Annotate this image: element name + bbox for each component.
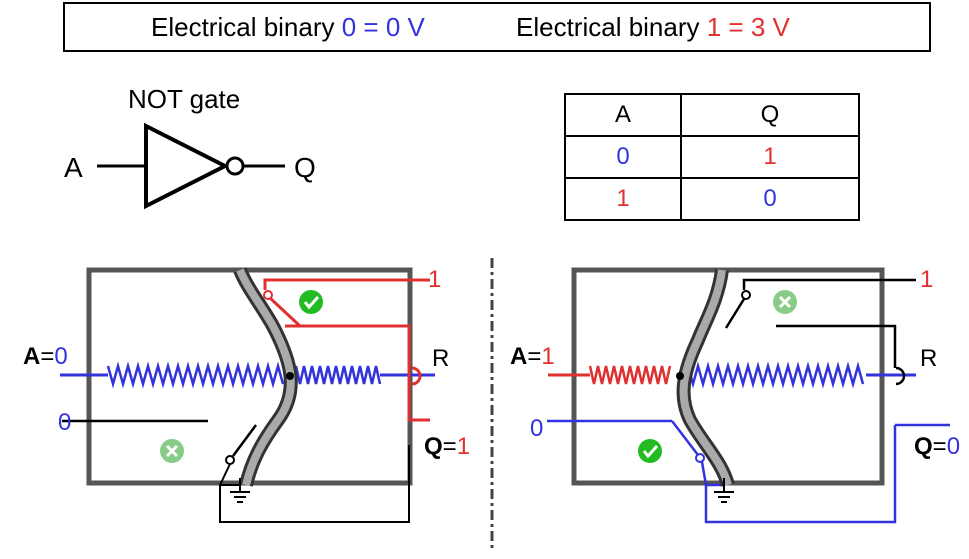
left-input-eq: = [40,343,55,370]
cross-icon [160,439,184,463]
right-low-contact [695,453,705,463]
check-icon [638,439,662,463]
right-output-eq: = [932,433,947,460]
voltage-legend-banner: Electrical binary 0 = 0 V Electrical bin… [63,2,931,52]
right-coil-a [588,365,672,385]
left-ground-icon [230,478,250,503]
left-low-lead [219,463,231,486]
left-pivot [286,372,294,380]
left-supply-label: 1 [428,266,442,293]
right-output-name: Q [914,433,933,460]
right-supply-wire [742,278,916,290]
left-resistor-label: R [432,345,450,372]
left-input-indicator: A=0 [23,343,68,371]
header-q: Q [680,93,860,137]
right-output-indicator: Q=0 [914,433,969,461]
right-low-lead [700,461,708,486]
cell-q: 1 [680,135,860,179]
right-input-name: A [510,343,528,370]
left-coil-a [106,361,285,389]
right-low-blade [671,420,699,456]
left-output-value: 1 [456,433,471,460]
legend-one-value: 1 = 3 V [706,12,790,42]
right-ground-wire [704,425,897,524]
left-supply-wire [263,278,430,290]
cell-a: 0 [564,135,682,179]
right-low-label: 0 [530,415,544,442]
left-output-name: Q [424,433,443,460]
left-output-eq: = [442,433,457,460]
left-switch-contact [263,290,273,300]
left-input-name: A [23,343,41,370]
left-ground-wire [219,445,410,523]
left-output-wire [285,324,430,422]
right-resistor-label: R [920,345,938,372]
right-output-value: 0 [946,433,961,460]
truth-table-row: 0 1 [564,135,860,179]
right-coil-b [686,361,865,389]
truth-table: A Q 0 1 1 0 [564,93,860,221]
header-a: A [564,93,682,137]
legend-zero-text: Electrical binary [151,12,342,42]
binary-one-legend: Electrical binary 1 = 3 V [516,4,790,50]
right-ground-icon [714,478,734,503]
right-input-indicator: A=1 [510,343,555,371]
left-switch-blade [268,296,302,328]
left-low-label: 0 [58,409,72,436]
cell-q: 0 [680,177,860,221]
right-armature-inner [679,269,732,487]
truth-table-row: 1 0 [564,177,860,221]
right-supply-label: 1 [920,266,934,293]
right-output-wire [776,324,897,368]
right-wire-hop [895,366,906,386]
right-switch-blade [724,298,746,329]
gate-title: NOT gate [128,84,241,114]
legend-zero-value: 0 = 0 V [341,12,425,42]
left-input-value: 0 [54,343,68,370]
right-input-value: 1 [541,343,555,370]
cell-a: 1 [564,177,682,221]
right-switch-contact [741,290,751,300]
truth-table-header-row: A Q [564,93,860,137]
left-output-indicator: Q=1 [424,433,470,461]
cross-icon [773,290,797,314]
legend-one-text: Electrical binary [516,12,707,42]
left-coil-b [294,365,382,385]
binary-zero-legend: Electrical binary 0 = 0 V [151,4,425,50]
right-input-eq: = [527,343,542,370]
gate-output-label: Q [294,152,316,183]
right-pivot [676,372,684,380]
check-icon [299,290,323,314]
gate-input-label: A [64,152,83,183]
left-low-blade [231,424,258,457]
left-wire-hop [411,366,422,386]
